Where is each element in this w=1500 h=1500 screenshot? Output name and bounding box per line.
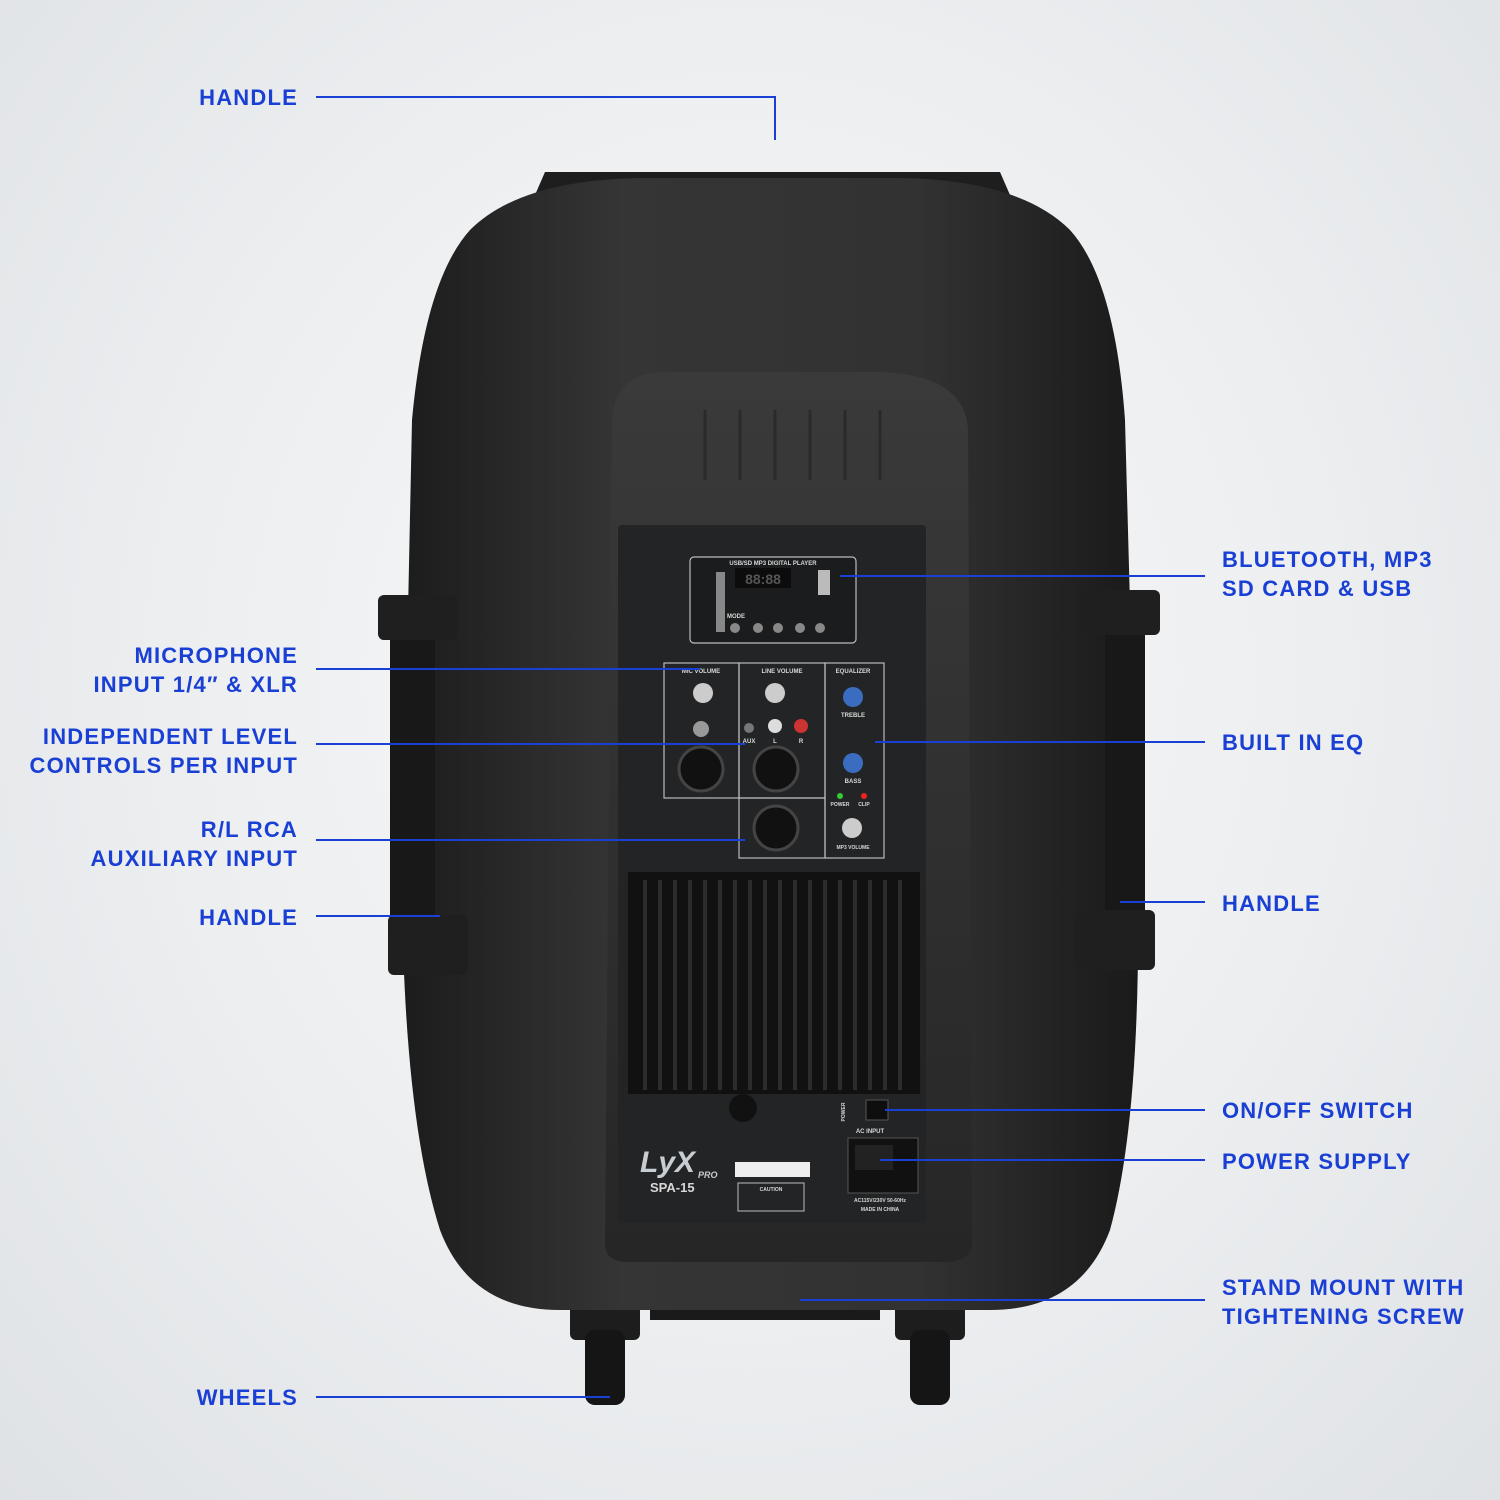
labels-stickers: CAUTION — [735, 1162, 810, 1212]
callout-stand-mount: STAND MOUNT WITH TIGHTENING SCREW — [1222, 1273, 1465, 1331]
mp3-volume-label: MP3 VOLUME — [836, 845, 870, 851]
callout-bluetooth: BLUETOOTH, MP3 SD CARD & USB — [1222, 545, 1433, 603]
line-volume-label: LINE VOLUME — [761, 669, 802, 675]
clip-led-label: CLIP — [858, 802, 870, 808]
model-number: SPA-15 — [650, 1180, 695, 1195]
callout-power-supply: POWER SUPPLY — [1222, 1147, 1412, 1176]
callout-eq: BUILT IN EQ — [1222, 728, 1364, 757]
callout-text: BUILT IN EQ — [1222, 730, 1365, 755]
made-in-label: MADE IN CHINA — [861, 1207, 900, 1213]
l-label: L — [773, 739, 777, 745]
callout-text: INPUT 1/4″ & XLR — [93, 672, 298, 697]
callout-text: HANDLE — [199, 905, 298, 930]
callout-rca-input: R/L RCA AUXILIARY INPUT — [91, 815, 298, 873]
player-display: 88:88 — [745, 571, 781, 587]
power-section: AC INPUT POWER AC115V/230V 50-60Hz MADE … — [841, 1099, 919, 1213]
bass-label: BASS — [845, 779, 862, 785]
ac-input-label: AC INPUT — [856, 1129, 885, 1135]
callout-text: HANDLE — [1222, 891, 1321, 916]
callout-text: TIGHTENING SCREW — [1222, 1304, 1465, 1329]
callout-text: STAND MOUNT WITH — [1222, 1275, 1465, 1300]
svg-text:LyX: LyX — [640, 1146, 697, 1179]
callout-text: MICROPHONE — [134, 643, 298, 668]
callout-wheels: WHEELS — [197, 1383, 298, 1412]
connectors — [677, 719, 867, 852]
mic-volume-label: MIC VOLUME — [682, 669, 720, 675]
callout-handle-top: HANDLE — [199, 83, 298, 112]
callout-microphone-input: MICROPHONE INPUT 1/4″ & XLR — [93, 641, 298, 699]
callout-text: POWER SUPPLY — [1222, 1149, 1412, 1174]
callout-text: R/L RCA — [200, 817, 298, 842]
callout-text: INDEPENDENT LEVEL — [42, 724, 298, 749]
treble-label: TREBLE — [841, 713, 865, 719]
callout-text: CONTROLS PER INPUT — [29, 753, 298, 778]
heatsink — [628, 872, 920, 1094]
callout-handle-right: HANDLE — [1222, 889, 1321, 918]
side-handles — [378, 590, 1160, 975]
caution-label: CAUTION — [760, 1187, 783, 1193]
mp3-player-module — [689, 556, 857, 644]
aux-label: AUX — [743, 739, 756, 745]
voltage-label: AC115V/230V 50-60Hz — [854, 1198, 906, 1204]
callout-text: AUXILIARY INPUT — [90, 846, 298, 871]
callout-level-controls: INDEPENDENT LEVEL CONTROLS PER INPUT — [30, 722, 299, 780]
callout-text: WHEELS — [196, 1385, 298, 1410]
callout-text: HANDLE — [199, 85, 298, 110]
callout-text: ON/OFF SWITCH — [1222, 1098, 1414, 1123]
svg-text:PRO: PRO — [698, 1170, 718, 1180]
player-title: USB/SD MP3 DIGITAL PLAYER — [729, 561, 817, 567]
mode-label: MODE — [727, 614, 745, 620]
knobs — [693, 683, 863, 838]
r-label: R — [799, 739, 804, 745]
callout-text: BLUETOOTH, MP3 — [1222, 547, 1433, 572]
brand-logo: LyX PRO SPA-15 — [640, 1146, 718, 1195]
power-led-label: POWER — [831, 802, 850, 808]
callout-text: SD CARD & USB — [1222, 576, 1413, 601]
callout-handle-left: HANDLE — [199, 903, 298, 932]
power-switch-label: POWER — [841, 1102, 847, 1121]
callout-on-off: ON/OFF SWITCH — [1222, 1096, 1414, 1125]
callout-lines — [316, 96, 1205, 1398]
control-sections — [663, 662, 885, 859]
equalizer-label: EQUALIZER — [836, 669, 871, 675]
